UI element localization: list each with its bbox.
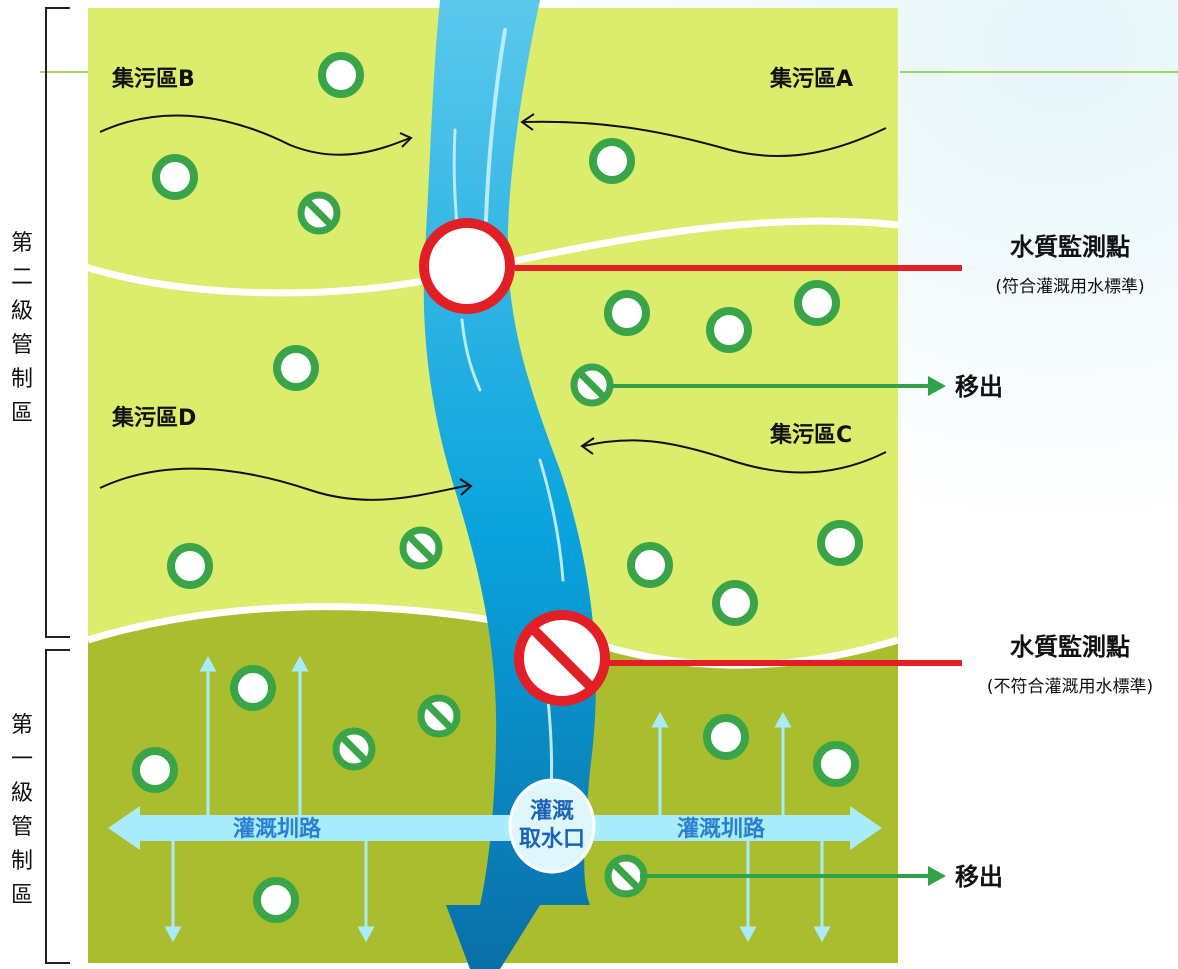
arrowhead: [520, 113, 535, 131]
canal-arrow: [108, 806, 882, 850]
bracket-level1: [45, 649, 70, 964]
factory-compliant-icon: [132, 747, 178, 793]
factory-compliant-icon: [817, 520, 863, 566]
factory-prohibited-icon: [399, 526, 443, 570]
irrigation-intake: 灌溉 取水口: [508, 778, 596, 874]
river-highlight: [538, 458, 565, 582]
factory-compliant-icon: [706, 307, 752, 353]
zone-c-label: 集污區C: [769, 422, 852, 448]
factory-prohibited-icon: [297, 191, 341, 235]
fail-marker-slash: [530, 626, 594, 690]
region-level1-label-char: 一: [11, 747, 33, 772]
bracket-level2: [45, 7, 70, 638]
region-level2-label-char: 制: [11, 367, 33, 392]
region-level1-label-char: 制: [11, 849, 33, 874]
region-level2-label-char: 區: [11, 401, 33, 426]
move-out-label: 移出: [955, 373, 1003, 401]
lower-field: [88, 606, 898, 963]
factory-compliant-icon: [604, 290, 650, 336]
factory-compliant-icon: [794, 280, 840, 326]
factory-compliant-icon: [253, 877, 299, 923]
region-level2-label-char: 級: [11, 299, 33, 324]
factory-prohibited-icon: [570, 363, 614, 407]
region-level1-label-char: 級: [11, 781, 33, 806]
fail-subtitle: (不符合灌溉用水標準): [987, 677, 1153, 697]
pass-marker-icon: [419, 218, 515, 314]
arrowhead: [459, 478, 473, 496]
region-level1-label-char: 第: [11, 713, 33, 738]
factory-compliant-icon: [167, 543, 213, 589]
factory-compliant-icon: [589, 138, 635, 184]
intake-bubble: [508, 778, 596, 874]
arrow-right-icon: [928, 376, 946, 396]
factory-compliant-icon: [152, 154, 198, 200]
zone-b-label: 集污區B: [111, 66, 195, 92]
zone-a-label: 集污區A: [769, 66, 853, 92]
pass-title: 水質監測點: [1010, 233, 1130, 261]
arrow-right-icon: [928, 866, 946, 886]
region-level1-label-char: 管: [11, 815, 33, 840]
arrowhead: [399, 132, 413, 148]
factory-compliant-icon: [273, 345, 319, 391]
arrowhead: [580, 437, 595, 455]
drainage-arrow-c: [583, 439, 887, 474]
factory-prohibited-icon: [332, 727, 376, 771]
pass-subtitle: (符合灌溉用水標準): [995, 277, 1144, 297]
factory-compliant-icon: [230, 665, 276, 711]
region-level1-label-char: 區: [11, 883, 33, 908]
factory-compliant-icon: [627, 542, 673, 588]
canal-label-right: 灌溉圳路: [677, 816, 766, 842]
region-level2-label-char: 管: [11, 333, 33, 358]
intake-label-line1: 灌溉: [530, 798, 574, 824]
drainage-arrow-a: [523, 120, 887, 157]
monitoring-point-pass: 水質監測點 (符合灌溉用水標準): [419, 218, 1145, 314]
move-out-lower: 移出: [640, 863, 1003, 891]
move-out-label: 移出: [955, 863, 1003, 891]
move-out-upper: 移出: [610, 373, 1003, 401]
drainage-arrows: [99, 113, 887, 501]
drainage-arrow-d: [99, 467, 471, 501]
river-highlight: [484, 28, 507, 222]
drainage-arrow-b: [99, 114, 411, 156]
factory-prohibited-icon: [417, 694, 461, 738]
canal-label-left: 灌溉圳路: [233, 816, 322, 842]
river-highlight: [460, 318, 482, 392]
zone-d-label: 集污區D: [111, 405, 196, 431]
region-level2-label-char: 第: [11, 231, 33, 256]
factories: [132, 52, 863, 923]
intake-label-line2: 取水口: [519, 827, 585, 852]
factory-compliant-icon: [712, 580, 758, 626]
factory-prohibited-icon: [604, 854, 648, 898]
monitoring-point-fail: 水質監測點 (不符合灌溉用水標準): [514, 610, 1153, 706]
region-level2-label-char: 二: [11, 265, 33, 290]
factory-compliant-icon: [703, 714, 749, 760]
canal-branches: [164, 655, 831, 943]
fail-title: 水質監測點: [1010, 633, 1130, 661]
factory-compliant-icon: [813, 741, 859, 787]
irrigation-canal: 灌溉圳路 灌溉圳路: [108, 655, 882, 943]
factory-compliant-icon: [318, 52, 364, 98]
